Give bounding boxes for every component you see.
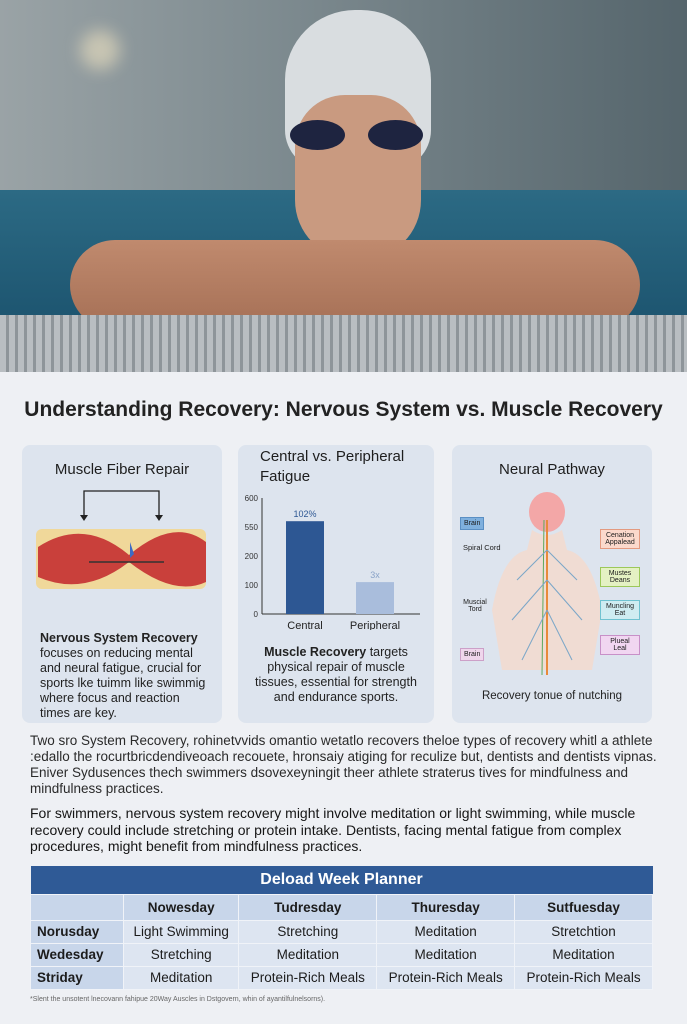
table-cell: Stretching bbox=[122, 942, 240, 967]
table-header-row: Nowesday Tudresday Thuresday Sutfuesday bbox=[30, 893, 653, 921]
row-header: Wedesday bbox=[30, 942, 124, 967]
table-cell: Protein-Rich Meals bbox=[238, 965, 378, 990]
y-tick-label: 100 bbox=[245, 581, 259, 590]
y-tick-label: 600 bbox=[245, 494, 259, 503]
nervous-system-illustration bbox=[492, 492, 602, 676]
table-cell: Meditation bbox=[122, 965, 240, 990]
table-cell: Meditation bbox=[376, 942, 516, 967]
label-2: Mustes Deans bbox=[600, 567, 640, 587]
label-1: Cenation Appalead bbox=[600, 529, 640, 549]
card-title: Neural Pathway bbox=[499, 461, 605, 478]
desc-text: targets physical repair of muscle tissue… bbox=[255, 645, 417, 704]
table-cell: Light Swimming bbox=[122, 919, 240, 944]
y-tick-label: 0 bbox=[254, 610, 259, 619]
page-title: Understanding Recovery: Nervous System v… bbox=[24, 398, 663, 421]
card-title: Central vs. Peripheral Fatigue bbox=[260, 448, 405, 485]
table-cell: Protein-Rich Meals bbox=[376, 965, 516, 990]
desc-heading: Nervous System Recovery bbox=[40, 631, 198, 645]
intro-paragraph: Two sro System Recovery, rohinetvvids om… bbox=[30, 733, 657, 796]
label-muscle: Muscial Tord bbox=[463, 599, 487, 613]
column-header bbox=[30, 893, 124, 921]
muscle-fiber-illustration bbox=[36, 490, 206, 589]
column-header: Nowesday bbox=[122, 893, 240, 921]
column-header: Thuresday bbox=[376, 893, 516, 921]
label-3: Muncling Eat bbox=[600, 600, 640, 620]
table-cell: Meditation bbox=[376, 919, 516, 944]
card-neural-pathway: Neural Pathway Brain Spiral Cord Muscial… bbox=[452, 445, 652, 723]
table-cell: Meditation bbox=[238, 942, 378, 967]
label-brain: Brain bbox=[460, 517, 485, 530]
x-tick-label: Central bbox=[287, 620, 322, 630]
pathway-caption: Recovery tonue of nutching bbox=[481, 690, 622, 702]
table-cell: Protein-Rich Meals bbox=[514, 965, 653, 990]
x-tick-label: Peripheral bbox=[350, 620, 400, 630]
label-4: Plueal Leal bbox=[600, 635, 640, 655]
table-cell: Stretchtion bbox=[514, 919, 653, 944]
data-label: 102% bbox=[293, 509, 316, 519]
card-fatigue-chart: Central vs. Peripheral Fatigue 0 100 200 55… bbox=[238, 445, 434, 723]
label-spinal-cord: Spiral Cord bbox=[463, 543, 501, 552]
deload-week-planner-table: Deload Week Planner Nowesday Tudresday T… bbox=[30, 866, 653, 990]
y-tick-label: 550 bbox=[245, 523, 259, 532]
data-label: 3x bbox=[370, 570, 380, 580]
hero-photo-swimmer bbox=[0, 0, 687, 372]
row-header: Striday bbox=[30, 965, 124, 990]
row-header: Norusday bbox=[30, 919, 124, 944]
bar-peripheral bbox=[356, 582, 394, 614]
desc-text: focuses on reducing mental and neural fa… bbox=[40, 646, 206, 720]
desc-heading: Muscle Recovery bbox=[264, 645, 367, 659]
card-title: Muscle Fiber Repair bbox=[54, 461, 190, 478]
column-header: Tudresday bbox=[238, 893, 378, 921]
table-cell: Meditation bbox=[514, 942, 653, 967]
bar-central bbox=[286, 521, 324, 614]
table-cell: Stretching bbox=[238, 919, 378, 944]
example-paragraph: For swimmers, nervous system recovery mi… bbox=[30, 805, 636, 854]
table-title: Deload Week Planner bbox=[30, 866, 653, 894]
label-brain-2: Brain bbox=[460, 648, 485, 661]
column-header: Sutfuesday bbox=[514, 893, 653, 921]
card-muscle-fiber-repair: Muscle Fiber Repair Nervous System Recov… bbox=[22, 445, 222, 723]
y-tick-label: 200 bbox=[245, 552, 259, 561]
footnote: *Slent the unsotent lnecovann fahipue 20… bbox=[30, 996, 326, 1003]
